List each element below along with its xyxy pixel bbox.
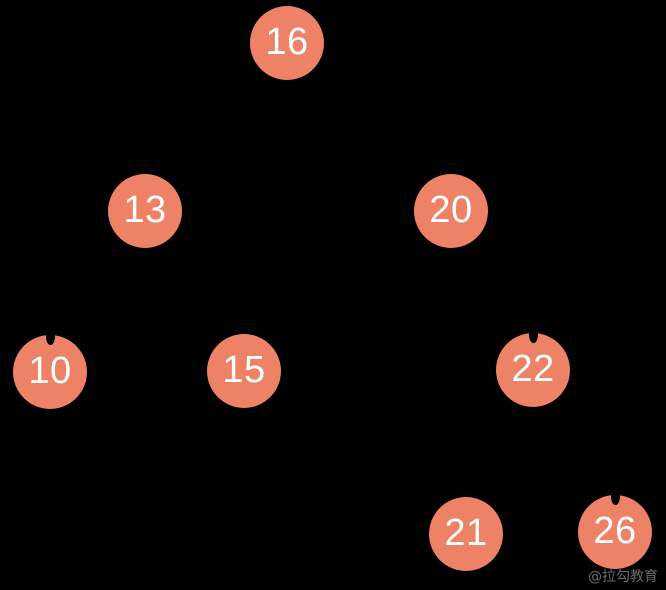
watermark: @拉勾教育 — [588, 569, 658, 585]
tree-node-label: 16 — [265, 21, 309, 63]
tree-node-label: 15 — [222, 349, 266, 391]
tree-node-label: 22 — [511, 348, 555, 390]
tree-node-13[interactable]: 13 — [108, 174, 182, 248]
tree-node-label: 21 — [444, 512, 488, 554]
tree-node-21[interactable]: 21 — [429, 497, 503, 571]
node-notch-mark — [611, 494, 620, 505]
node-notch-mark — [46, 334, 55, 345]
tree-node-16[interactable]: 16 — [250, 6, 324, 80]
tree-node-15[interactable]: 15 — [207, 334, 281, 408]
tree-node-10[interactable]: 10 — [13, 334, 87, 409]
tree-node-label: 13 — [123, 189, 167, 231]
node-notch-mark — [529, 332, 538, 343]
tree-node-20[interactable]: 20 — [414, 174, 488, 248]
tree-node-label: 10 — [28, 350, 72, 392]
tree-node-label: 26 — [593, 510, 637, 552]
tree-node-22[interactable]: 22 — [496, 332, 570, 407]
tree-node-26[interactable]: 26 — [578, 494, 652, 569]
tree-node-label: 20 — [429, 189, 473, 231]
